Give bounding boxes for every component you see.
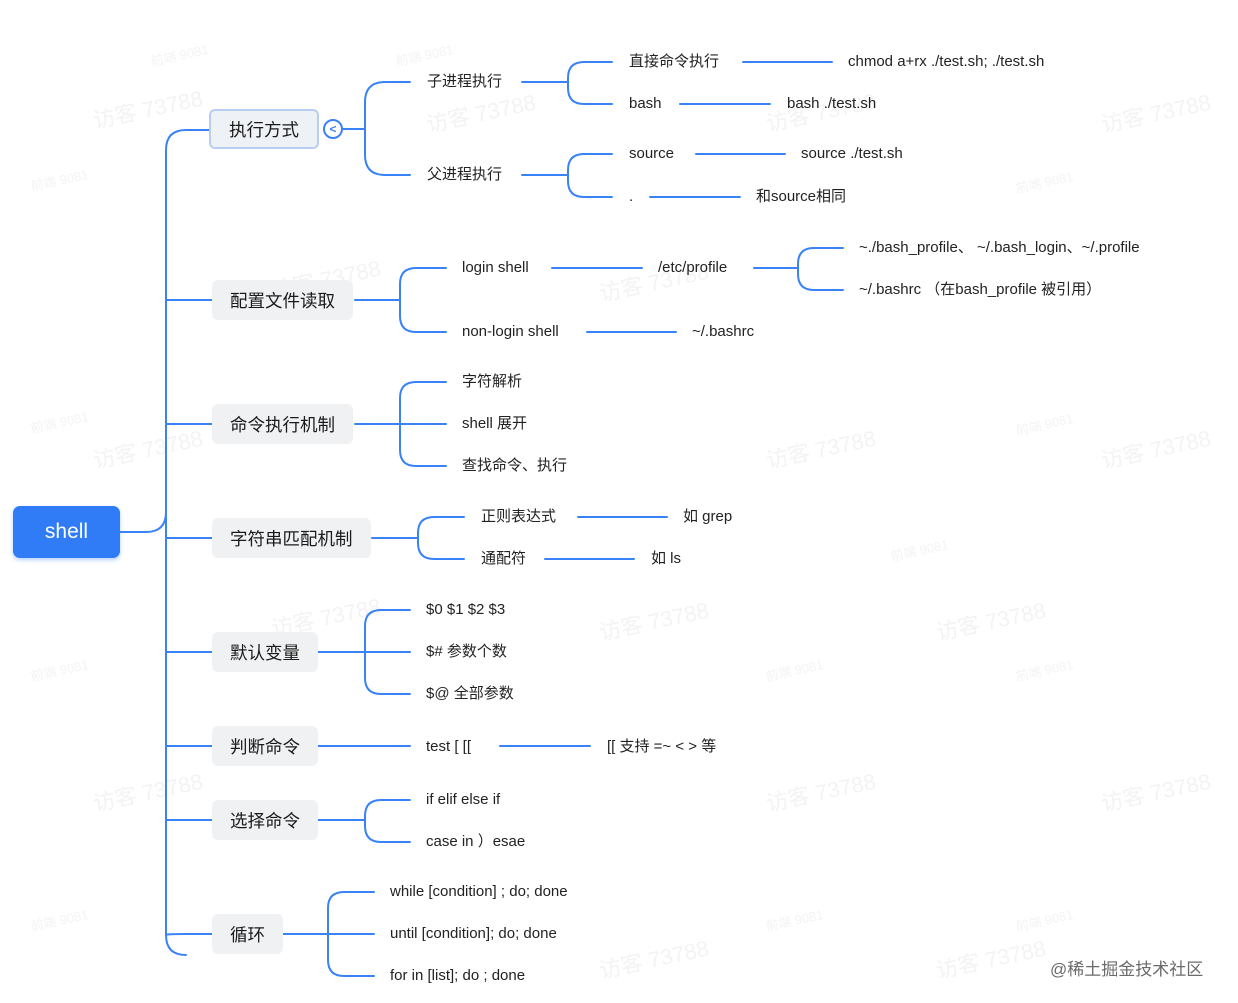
root-node-shell[interactable]: shell bbox=[13, 506, 120, 558]
topic-default-vars[interactable]: 默认变量 bbox=[212, 632, 318, 672]
node-find-exec[interactable]: 查找命令、执行 bbox=[462, 457, 568, 474]
node-char-parse[interactable]: 字符解析 bbox=[462, 373, 523, 390]
node-same-as-source[interactable]: 和source相同 bbox=[756, 188, 847, 205]
node-double-bracket-support[interactable]: [[ 支持 =~ < > 等 bbox=[607, 738, 717, 755]
node-arg-count[interactable]: $# 参数个数 bbox=[426, 643, 507, 660]
node-dot[interactable]: . bbox=[629, 188, 634, 205]
topic-select-command[interactable]: 选择命令 bbox=[212, 800, 318, 840]
node-case-in[interactable]: case in ）esae bbox=[426, 833, 526, 850]
node-bashrc-referenced[interactable]: ~/.bashrc （在bash_profile 被引用） bbox=[859, 281, 1102, 298]
node-bash[interactable]: bash bbox=[629, 95, 662, 112]
node-login-shell[interactable]: login shell bbox=[462, 259, 529, 276]
node-until[interactable]: until [condition]; do; done bbox=[390, 925, 557, 942]
source-watermark: @稀土掘金技术社区 bbox=[1050, 960, 1204, 979]
node-bashrc[interactable]: ~/.bashrc bbox=[692, 323, 755, 340]
topic-config-read[interactable]: 配置文件读取 bbox=[212, 280, 353, 320]
node-shell-expand[interactable]: shell 展开 bbox=[462, 415, 528, 432]
node-while[interactable]: while [condition] ; do; done bbox=[390, 883, 568, 900]
node-parent-process-exec[interactable]: 父进程执行 bbox=[427, 166, 503, 183]
topic-test-command[interactable]: 判断命令 bbox=[212, 726, 318, 766]
node-grep[interactable]: 如 grep bbox=[683, 508, 733, 525]
topic-command-mechanism[interactable]: 命令执行机制 bbox=[212, 404, 353, 444]
node-ls[interactable]: 如 ls bbox=[651, 550, 682, 567]
node-wildcard[interactable]: 通配符 bbox=[481, 550, 527, 567]
node-etc-profile[interactable]: /etc/profile bbox=[658, 259, 728, 276]
node-positional-args[interactable]: $0 $1 $2 $3 bbox=[426, 601, 506, 618]
node-regex[interactable]: 正则表达式 bbox=[481, 508, 557, 525]
node-chmod[interactable]: chmod a+rx ./test.sh; ./test.sh bbox=[848, 53, 1045, 70]
node-direct-command[interactable]: 直接命令执行 bbox=[629, 53, 720, 70]
topic-execution-mode[interactable]: 执行方式 bbox=[209, 109, 319, 149]
node-for[interactable]: for in [list]; do ; done bbox=[390, 967, 526, 984]
node-subprocess-exec[interactable]: 子进程执行 bbox=[427, 73, 503, 90]
node-bash-profile[interactable]: ~./bash_profile、 ~/.bash_login、~/.profil… bbox=[859, 239, 1140, 256]
topic-string-match[interactable]: 字符串匹配机制 bbox=[212, 518, 371, 558]
node-if-elif[interactable]: if elif else if bbox=[426, 791, 501, 808]
node-source[interactable]: source bbox=[629, 145, 675, 162]
node-all-args[interactable]: $@ 全部参数 bbox=[426, 685, 514, 702]
node-bash-test[interactable]: bash ./test.sh bbox=[787, 95, 877, 112]
node-non-login-shell[interactable]: non-login shell bbox=[462, 323, 559, 340]
topic-loop[interactable]: 循环 bbox=[212, 914, 283, 954]
collapse-toggle-icon[interactable]: < bbox=[323, 119, 343, 139]
node-test-brackets[interactable]: test [ [[ bbox=[426, 738, 472, 755]
node-source-test[interactable]: source ./test.sh bbox=[801, 145, 903, 162]
